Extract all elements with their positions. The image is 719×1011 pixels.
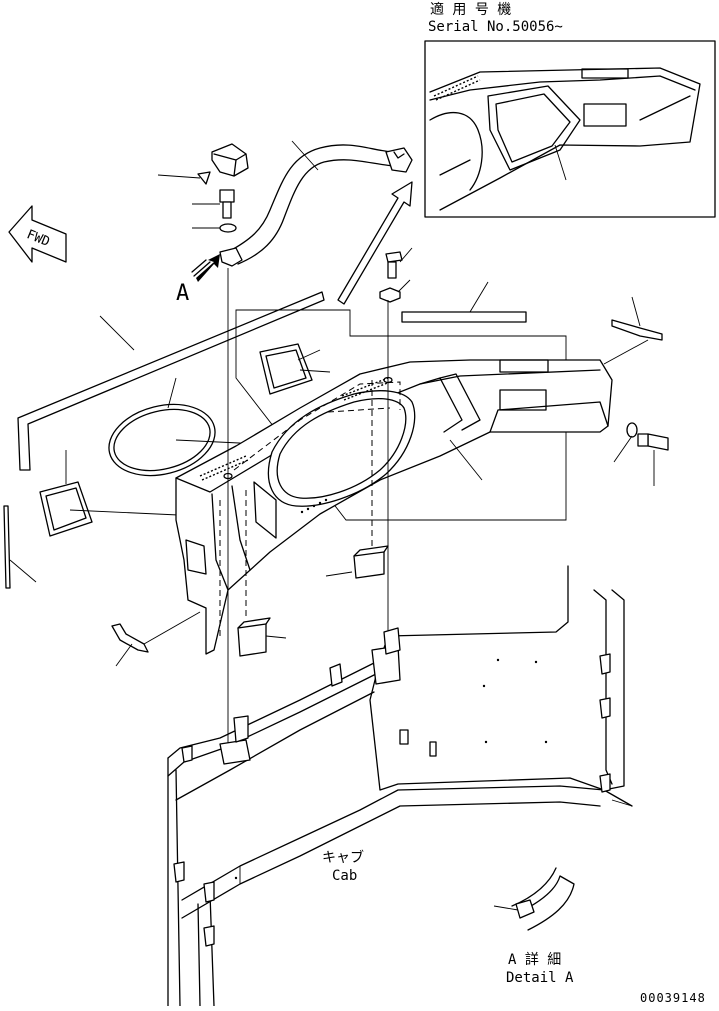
duct-pipe: [219, 140, 413, 267]
nut-center: [379, 279, 411, 303]
screw-center: [385, 247, 413, 279]
washer-right: [613, 422, 638, 463]
clip-left: [111, 611, 201, 667]
drawing-number: 00039148: [640, 991, 706, 1005]
cab-label-en: Cab: [332, 868, 357, 884]
serial-label-jp: 適 用 号 機: [430, 1, 511, 18]
washer-top: [192, 223, 237, 233]
fwd-arrow-icon: FWD: [8, 205, 67, 263]
view-marker-a: A: [176, 281, 189, 306]
weather-strip-short: [401, 281, 527, 323]
serial-variant-inset: [424, 40, 716, 218]
clip-cover: [157, 143, 249, 185]
window-glass-left: [39, 450, 201, 537]
dashboard-panel: [175, 339, 649, 655]
bolt-top: [192, 189, 235, 219]
detail-label-en: Detail A: [506, 970, 574, 986]
view-direction-arrow-icon: [191, 254, 220, 282]
detail-a-drawing: [493, 867, 575, 931]
bolt-right: [637, 433, 669, 486]
serial-label-en: Serial No.50056~: [428, 19, 563, 35]
foam-block-2: [237, 617, 287, 657]
inset-arrow: [337, 181, 413, 305]
detail-label-jp: A 詳 細: [508, 952, 561, 968]
edge-strip: [3, 505, 37, 589]
seal-right: [611, 296, 663, 341]
foam-block-1: [325, 545, 389, 579]
cab-body: [167, 565, 633, 1007]
cab-label-jp: キャブ: [322, 849, 364, 866]
dashed-projection: [219, 380, 401, 640]
window-glass-small: [259, 343, 331, 395]
